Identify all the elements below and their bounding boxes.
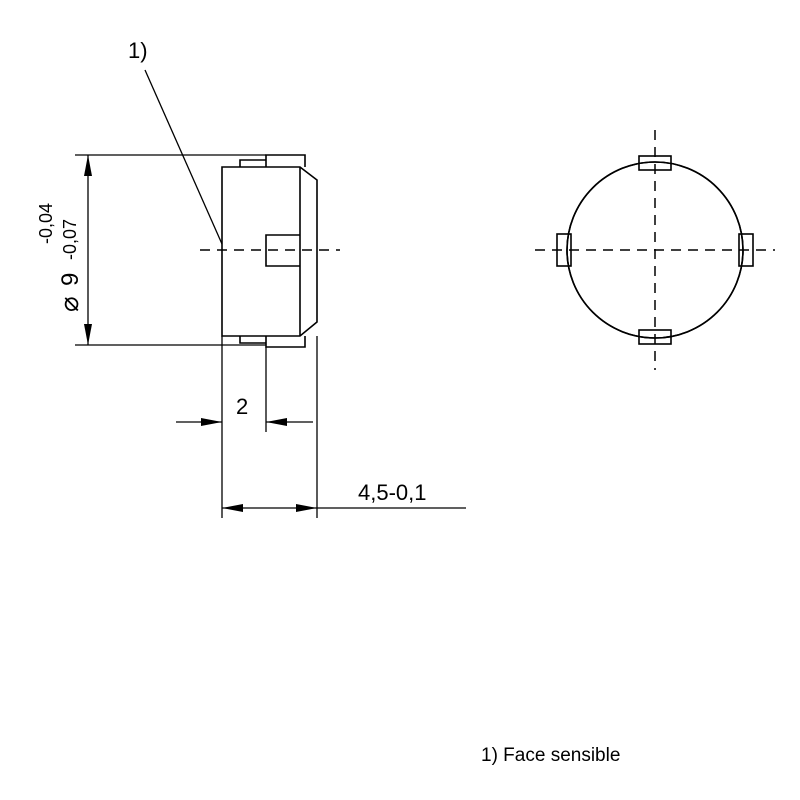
diameter-tolerance-lower: -0,07 xyxy=(60,219,80,260)
bottom-step xyxy=(239,336,306,348)
arrowhead-length-right xyxy=(296,504,317,512)
callout-label: 1) xyxy=(128,38,148,63)
front-view xyxy=(535,130,775,370)
diameter-value: 9 xyxy=(57,273,84,286)
callout-leader xyxy=(144,69,223,245)
depth-dimension-label: 2 xyxy=(236,394,248,419)
arrowhead-length-left xyxy=(222,504,243,512)
top-step xyxy=(239,154,306,167)
arrowhead-bottom xyxy=(84,324,92,345)
arrowhead-depth-left xyxy=(201,418,222,426)
diameter-label-group: ⌀ 9 -0,07 -0,04 xyxy=(36,203,84,312)
diameter-dimension: ⌀ 9 -0,07 -0,04 xyxy=(36,154,266,346)
legend-note: 1) Face sensible xyxy=(481,745,620,766)
body-outline xyxy=(221,166,318,337)
arrowhead-top xyxy=(84,155,92,176)
side-view: 1) xyxy=(128,38,340,348)
diameter-tolerance-upper: -0,04 xyxy=(36,203,56,244)
slot xyxy=(265,234,300,267)
depth-dimension: 2 xyxy=(176,336,313,518)
length-dimension-label: 4,5-0,1 xyxy=(358,480,427,505)
length-dimension: 4,5-0,1 xyxy=(222,336,466,518)
diameter-symbol: ⌀ xyxy=(54,296,84,312)
arrowhead-depth-right xyxy=(266,418,287,426)
